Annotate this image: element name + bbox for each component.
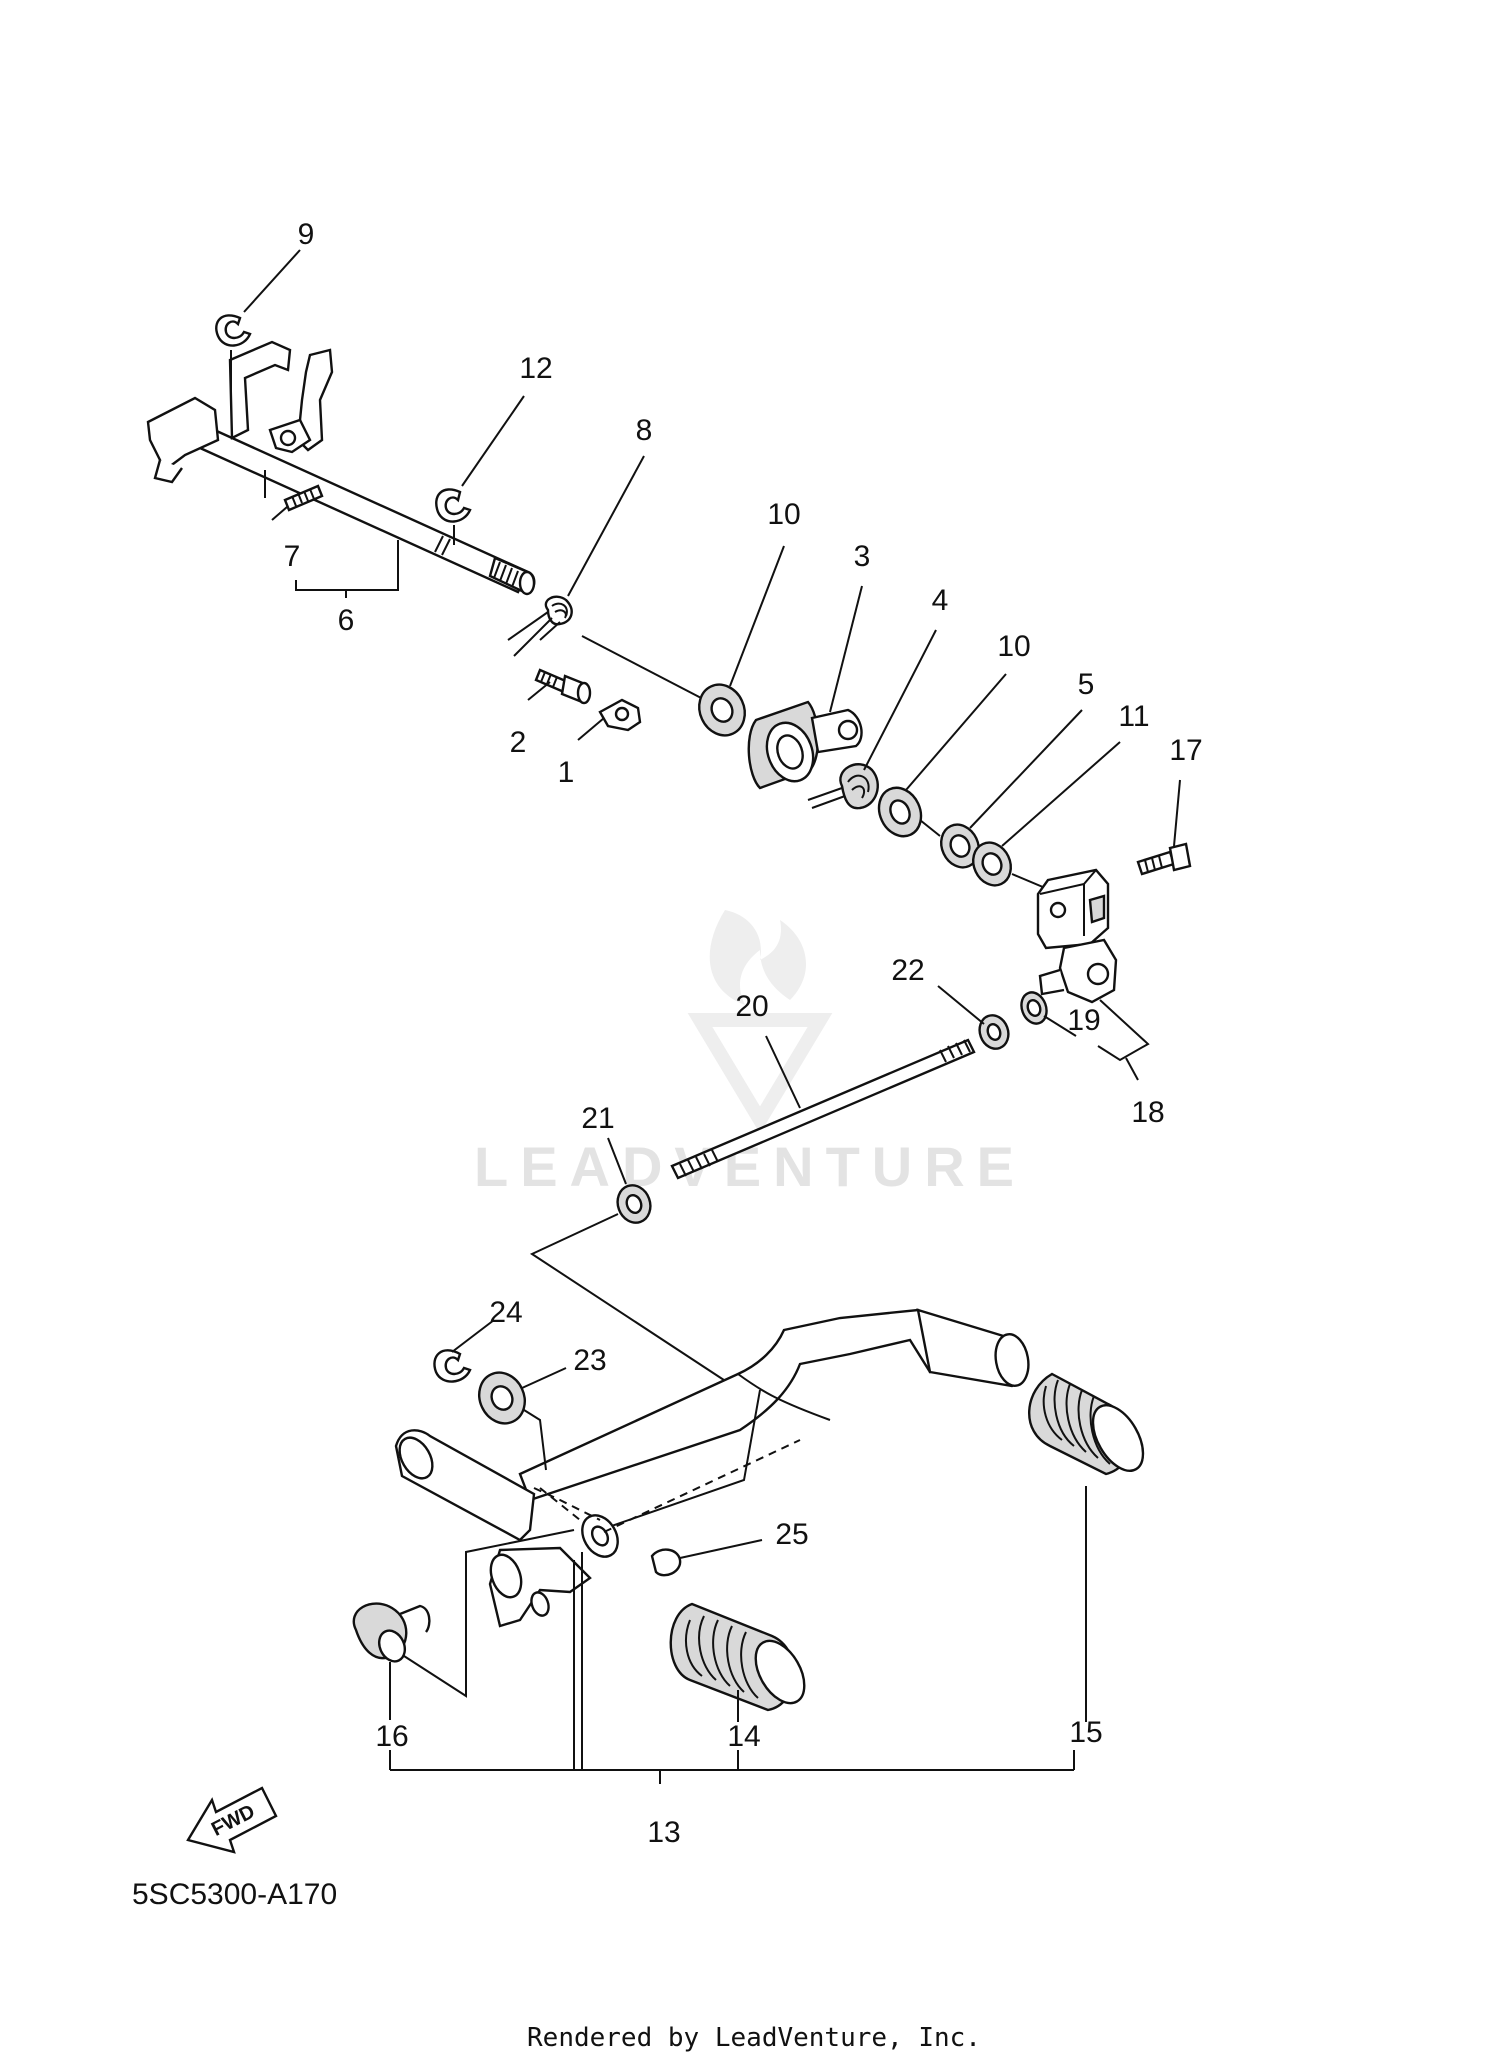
callout-11: 11 <box>1118 700 1149 733</box>
part-2-bolt <box>534 668 592 705</box>
part-3-collar <box>747 700 863 790</box>
assembly-line-21 <box>529 1213 731 1385</box>
part-4-spring <box>807 763 879 810</box>
callout-21: 21 <box>581 1102 614 1135</box>
part-19-ball-joint <box>1020 991 1048 1025</box>
part-23-washer <box>478 1371 526 1425</box>
centerline-upper <box>581 635 706 701</box>
callout-14: 14 <box>727 1720 760 1753</box>
part-12-circlip <box>435 488 472 523</box>
callout-20: 20 <box>735 990 768 1023</box>
part-18-shift-arm <box>1036 868 1118 1004</box>
part-20-rod <box>670 1038 976 1180</box>
callout-9: 9 <box>298 218 315 251</box>
diagram-code: 5SC5300-A170 <box>132 1878 337 1911</box>
part-8-spring <box>507 595 573 657</box>
callout-19: 19 <box>1067 1004 1100 1037</box>
callout-7: 7 <box>284 540 301 573</box>
part-10-washer-a <box>698 683 746 737</box>
part-10-washer-b <box>877 786 923 838</box>
callout-10a: 10 <box>767 498 800 531</box>
shift-shaft <box>146 340 536 596</box>
part-15-rubber <box>1028 1372 1145 1476</box>
fwd-arrow: FWD <box>186 1786 278 1854</box>
leader-lines <box>243 249 1181 1784</box>
assembly-line-23 <box>523 1409 547 1471</box>
callout-6: 6 <box>338 604 355 637</box>
part-1-clip <box>598 698 642 732</box>
assembly-line-16 <box>403 1529 575 1698</box>
callout-4: 4 <box>932 584 949 617</box>
callout-24: 24 <box>489 1296 522 1329</box>
callout-23: 23 <box>573 1344 606 1377</box>
callout-1: 1 <box>558 756 575 789</box>
callout-25: 25 <box>775 1518 808 1551</box>
part-7-spring <box>264 470 324 521</box>
part-11-washer <box>972 841 1012 887</box>
part-22-nut <box>978 1014 1010 1050</box>
part-17-bolt <box>1136 842 1192 876</box>
callout-2: 2 <box>510 726 527 759</box>
callout-8: 8 <box>636 414 653 447</box>
callout-13: 13 <box>647 1816 680 1849</box>
part-21-nut <box>616 1184 652 1224</box>
callout-15: 15 <box>1069 1716 1102 1749</box>
callout-18: 18 <box>1131 1096 1164 1129</box>
callout-17: 17 <box>1169 734 1202 767</box>
callout-22: 22 <box>891 954 924 987</box>
callout-5: 5 <box>1078 668 1095 701</box>
callout-16: 16 <box>375 1720 408 1753</box>
part-24-circlip <box>433 1349 472 1383</box>
render-credit: Rendered by LeadVenture, Inc. <box>527 2023 981 2053</box>
part-9-circlip <box>215 314 252 347</box>
part-14-rubber <box>669 1602 806 1712</box>
part-13-shift-pedal <box>394 1308 1030 1628</box>
part-16-pivot <box>352 1602 431 1663</box>
centerline-mid-a <box>919 819 941 837</box>
callout-labels: 9 12 8 7 6 10 3 4 10 5 11 17 2 1 22 20 1… <box>284 218 1203 1849</box>
callout-12: 12 <box>519 352 552 385</box>
part-25-clip <box>650 1548 682 1577</box>
callout-10b: 10 <box>997 630 1030 663</box>
part-5-washer <box>940 823 980 869</box>
callout-3: 3 <box>854 540 871 573</box>
